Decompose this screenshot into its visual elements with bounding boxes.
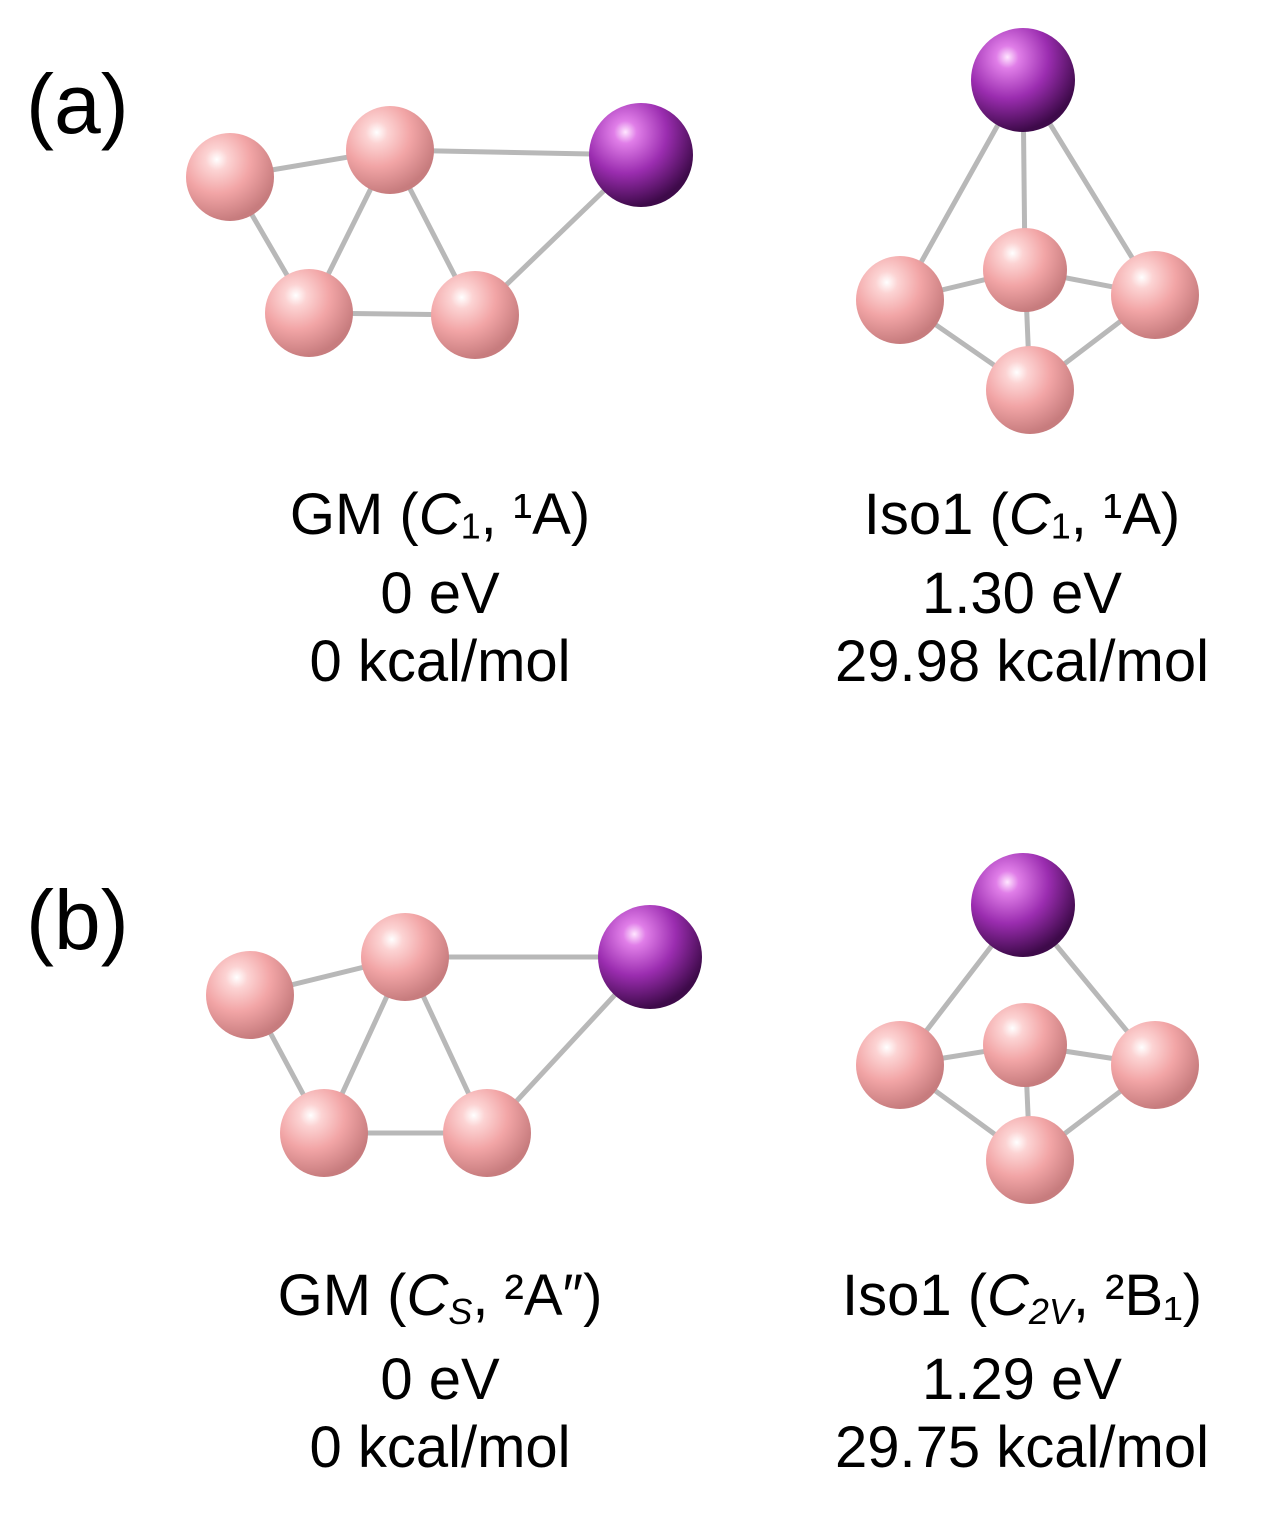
boron-atom — [1111, 1021, 1199, 1109]
energy-ev: 0 eV — [380, 561, 500, 627]
energy-kcal: 29.98 kcal/mol — [835, 629, 1209, 695]
iodine-atom — [598, 905, 702, 1009]
boron-atom — [361, 913, 449, 1001]
boron-atom — [431, 271, 519, 359]
caption-b-gm: GM (CS, ²A″) 0 eV 0 kcal/mol — [190, 1262, 690, 1482]
molecule-b-iso1 — [856, 853, 1199, 1204]
iodine-atom — [971, 853, 1075, 957]
caption-a-gm: GM (C1, ¹A) 0 eV 0 kcal/mol — [190, 481, 690, 696]
boron-atom — [346, 106, 434, 194]
boron-atom — [983, 228, 1067, 312]
boron-atom — [186, 133, 274, 221]
boron-atom — [1111, 251, 1199, 339]
structure-label: GM (CS, ²A″) — [277, 1263, 603, 1332]
energy-ev: 1.30 eV — [922, 561, 1122, 627]
boron-atom — [443, 1089, 531, 1177]
boron-atom — [986, 1116, 1074, 1204]
energy-ev: 0 eV — [380, 1346, 500, 1412]
boron-atom — [856, 256, 944, 344]
iodine-atom — [971, 28, 1075, 132]
molecule-a-iso1 — [856, 28, 1199, 434]
boron-atom — [206, 951, 294, 1039]
energy-kcal: 29.75 kcal/mol — [835, 1414, 1209, 1480]
boron-atom — [986, 346, 1074, 434]
structure-label: GM (C1, ¹A) — [289, 482, 591, 547]
energy-kcal: 0 kcal/mol — [309, 1414, 571, 1480]
boron-atom — [280, 1089, 368, 1177]
boron-atom — [265, 269, 353, 357]
molecule-b-gm — [206, 905, 702, 1177]
structure-label: Iso1 (C2V, ²B₁) — [841, 1263, 1203, 1332]
boron-atom — [983, 1003, 1067, 1087]
boron-atom — [856, 1021, 944, 1109]
energy-kcal: 0 kcal/mol — [309, 629, 571, 695]
iodine-atom — [589, 103, 693, 207]
panel-label-b: (b) — [26, 873, 129, 967]
caption-b-iso1: Iso1 (C2V, ²B₁) 1.29 eV 29.75 kcal/mol — [772, 1262, 1272, 1482]
molecule-a-gm — [186, 103, 693, 359]
caption-a-iso1: Iso1 (C1, ¹A) 1.30 eV 29.98 kcal/mol — [772, 481, 1272, 696]
structure-label: Iso1 (C1, ¹A) — [863, 482, 1181, 547]
panel-label-a: (a) — [26, 57, 129, 151]
energy-ev: 1.29 eV — [922, 1346, 1122, 1412]
